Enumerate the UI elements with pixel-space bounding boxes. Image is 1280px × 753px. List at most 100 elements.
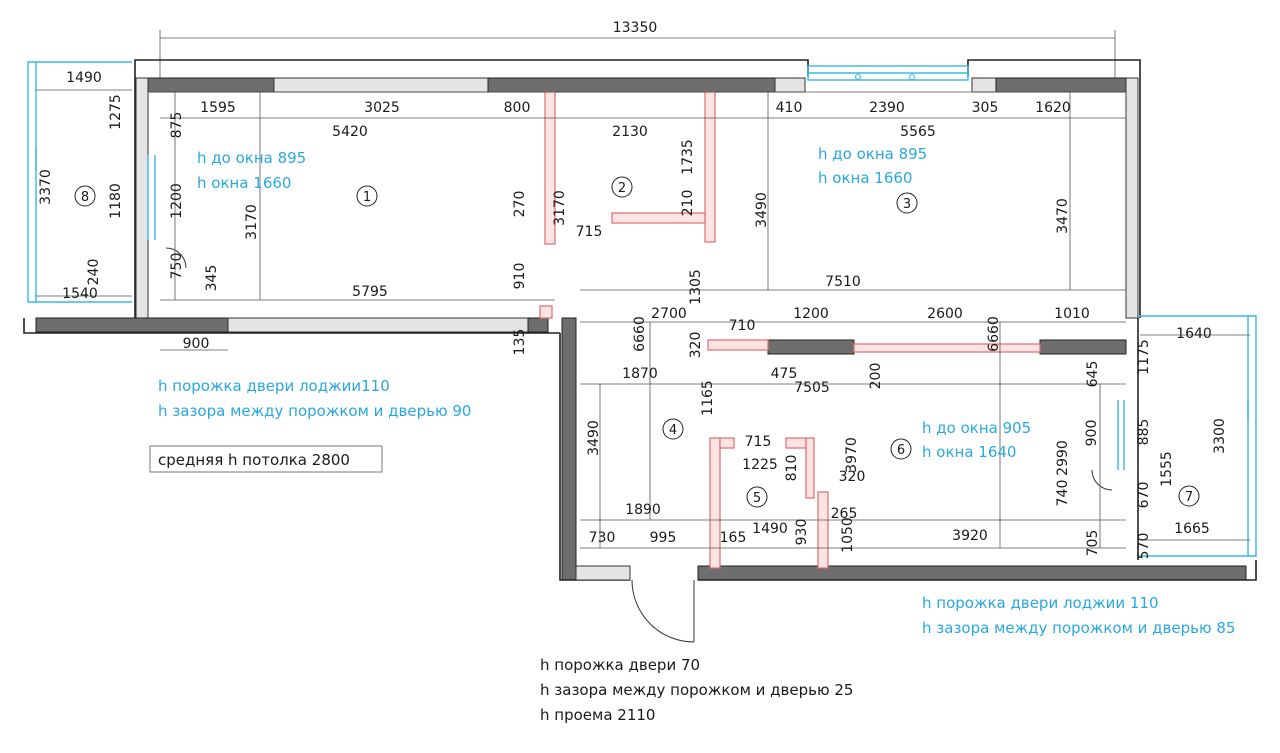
dim-label: 715 <box>576 224 603 240</box>
dim-label: 1175 <box>1136 339 1152 375</box>
dim-label: 265 <box>831 506 858 522</box>
dim-label: 5795 <box>352 284 388 300</box>
room-7-marker: 7 <box>1178 485 1200 507</box>
dim-label: 645 <box>1085 361 1101 388</box>
dim-label: 910 <box>512 263 528 290</box>
dim-label: 3970 <box>844 437 860 473</box>
dim-overall-width: 13350 <box>613 20 658 36</box>
window-notes: h до окна 895 h окна 1660 h до окна 895 … <box>158 145 1235 637</box>
entry-opening-note: h проема 2110 <box>540 706 655 724</box>
overall-dimension: 13350 <box>159 20 1116 80</box>
dim-label: 410 <box>776 100 803 116</box>
dim-label: 1665 <box>1174 521 1210 537</box>
dim-label: 2130 <box>612 124 648 140</box>
dim-label: 1305 <box>688 269 704 305</box>
dim-label: 7505 <box>794 380 830 396</box>
dim-label: 670 <box>1136 482 1152 509</box>
room-4-number: 4 <box>669 423 677 438</box>
room-3-marker: 3 <box>896 192 918 214</box>
room-7-number: 7 <box>1185 490 1193 505</box>
room3-sill-note: h до окна 895 <box>818 145 927 163</box>
dim-label: 710 <box>729 318 756 334</box>
room-8-marker: 8 <box>74 185 96 207</box>
dim-label: 210 <box>680 190 696 217</box>
dim-label: 165 <box>720 530 747 546</box>
dim-label: 875 <box>169 112 185 139</box>
dim-label: 3025 <box>364 100 400 116</box>
dim-label: 1200 <box>169 183 185 219</box>
ceiling-note-box: средняя h потолка 2800 <box>149 445 383 473</box>
dim-label: 1640 <box>1176 326 1212 342</box>
loggia7-threshold-note: h порожка двери лоджии 110 <box>922 594 1159 612</box>
room-1-marker: 1 <box>356 185 378 207</box>
room-3-number: 3 <box>903 197 911 212</box>
horizontal-dimension-labels: 1490 1595 3025 800 410 2390 305 1620 542… <box>62 70 1212 546</box>
dim-label: 1050 <box>840 517 856 553</box>
dim-label: 3170 <box>552 190 568 226</box>
dim-label: 3490 <box>586 420 602 456</box>
dim-label: 1540 <box>62 286 98 302</box>
dim-label: 240 <box>86 259 102 286</box>
loggia8-threshold-note: h порожка двери лоджии110 <box>158 377 390 395</box>
entry-gap-note: h зазора между порожком и дверью 25 <box>540 681 853 699</box>
dim-label: 1490 <box>752 521 788 537</box>
room-numbers: 1 2 3 4 5 6 7 8 <box>74 176 1200 508</box>
dim-label: 5565 <box>900 124 936 140</box>
dim-label: 5420 <box>332 124 368 140</box>
dim-label: 2390 <box>869 100 905 116</box>
room1-sill-note: h до окна 895 <box>197 149 306 167</box>
room-6-marker: 6 <box>890 438 912 460</box>
dim-label: 750 <box>169 253 185 280</box>
dim-label: 2990 <box>1055 440 1071 476</box>
dim-label: 3300 <box>1212 418 1228 454</box>
room6-window-note: h окна 1640 <box>922 443 1016 461</box>
dim-label: 715 <box>745 434 772 450</box>
dim-label: 6660 <box>632 316 648 352</box>
dim-label: 930 <box>794 519 810 546</box>
dim-label: 900 <box>1084 420 1100 447</box>
dim-label: 3170 <box>244 204 260 240</box>
dim-label: 3920 <box>952 528 988 544</box>
dim-label: 900 <box>183 336 210 352</box>
dim-label: 1890 <box>625 502 661 518</box>
entry-threshold-note: h порожка двери 70 <box>540 656 700 674</box>
dimension-lines <box>36 89 1250 549</box>
room-8-number: 8 <box>81 190 89 205</box>
dim-label: 1595 <box>200 100 236 116</box>
dim-label: 1620 <box>1035 100 1071 116</box>
dim-label: 6660 <box>986 316 1002 352</box>
dim-label: 7510 <box>825 274 861 290</box>
dim-label: 270 <box>512 191 528 218</box>
dim-label: 305 <box>972 100 999 116</box>
dim-label: 1010 <box>1054 306 1090 322</box>
partitions <box>539 91 1041 569</box>
dim-label: 570 <box>1136 533 1152 560</box>
dim-label: 730 <box>589 530 616 546</box>
room-6-number: 6 <box>897 443 905 458</box>
vertical-dimension-labels: 1275 3370 1180 240 875 1200 3170 750 345… <box>38 94 1228 559</box>
room-5-number: 5 <box>753 491 761 506</box>
dim-label: 135 <box>512 329 528 356</box>
dim-label: 1200 <box>793 306 829 322</box>
ceiling-height-note: средняя h потолка 2800 <box>158 451 350 469</box>
dim-label: 345 <box>204 265 220 292</box>
dim-label: 475 <box>771 366 798 382</box>
dim-label: 705 <box>1085 530 1101 557</box>
dim-label: 3490 <box>754 192 770 228</box>
dim-label: 320 <box>688 332 704 359</box>
dim-label: 740 <box>1055 480 1071 507</box>
dim-label: 810 <box>784 455 800 482</box>
dim-label: 1275 <box>108 94 124 130</box>
dim-label: 800 <box>504 100 531 116</box>
doors <box>165 247 1113 643</box>
dim-label: 1165 <box>700 380 716 416</box>
dim-label: 1490 <box>66 70 102 86</box>
dim-label: 1870 <box>622 366 658 382</box>
loggia7-gap-note: h зазора между порожком и дверью 85 <box>922 619 1235 637</box>
dim-label: 2600 <box>927 306 963 322</box>
room6-sill-note: h до окна 905 <box>922 419 1031 437</box>
dim-label: 200 <box>868 363 884 390</box>
room-1-number: 1 <box>363 190 371 205</box>
dim-label: 1555 <box>1159 451 1175 487</box>
